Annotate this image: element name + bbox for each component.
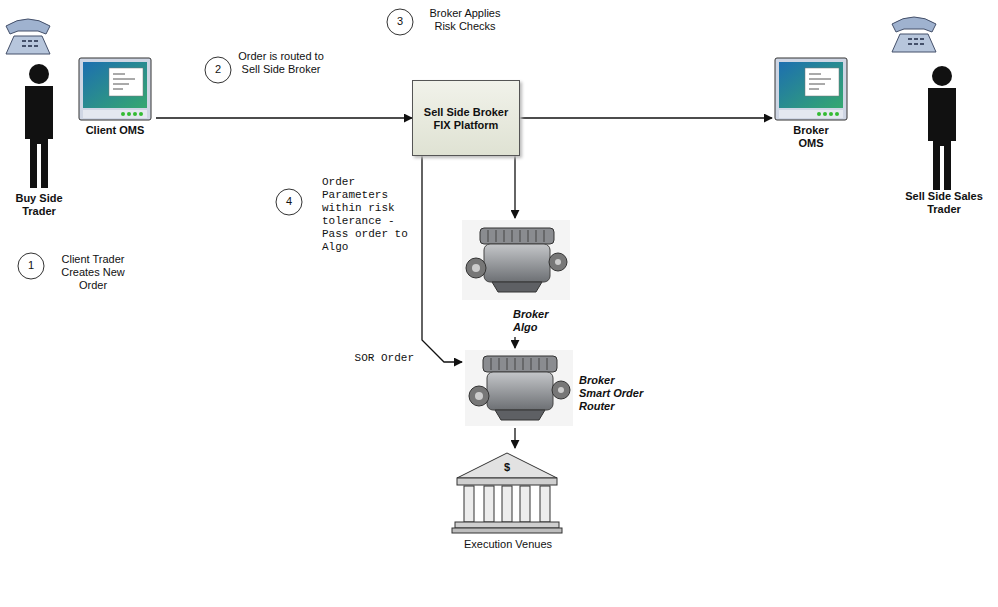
flow-arrow [520,117,772,118]
node-label: Buy Side Trader [6,192,72,218]
currency-symbol: $ [500,461,514,474]
callout-circle [387,9,413,35]
node-label: Sell Side Sales Trader [900,190,988,216]
step-note: Broker Applies Risk Checks [422,7,508,33]
monitor-icon [775,58,847,120]
callout-circle [18,253,44,279]
node-label: Broker Algo [513,308,575,334]
callout-circle [205,57,231,83]
router-engine: Broker Smart Order Router [462,348,649,428]
callout-number: 2 [205,63,231,76]
flow-arrow [156,117,412,118]
callout-number: 3 [387,15,413,28]
person-figure [25,64,53,188]
person-figure [928,66,956,190]
step-note: Order is routed to Sell Side Broker [238,50,324,76]
step-note: Client Trader Creates New Order [52,253,134,292]
trader-figure: Sell Side Sales Trader [898,62,990,232]
step-note: Order Parameters within risk tolerance -… [322,176,408,254]
callout-number: 1 [18,259,44,272]
engine-icon [465,350,573,426]
engine-icon [462,220,570,300]
algo-engine: Broker Algo [458,218,577,337]
node-label: Broker Smart Order Router [579,374,647,413]
building-icon [452,453,562,533]
node-label: Broker OMS [786,124,836,150]
telephone-icon [892,17,936,52]
flow-arrow [514,428,515,448]
telephone-icon [6,19,50,54]
trader-figure: Buy Side Trader [6,62,74,230]
node-label: Sell Side Broker FIX Platform [417,106,515,132]
oms-terminal: Client OMS [76,56,156,144]
node-label: Client OMS [76,124,154,137]
callout-circle [276,189,302,215]
connector-note: SOR Order [340,352,414,365]
oms-terminal: Broker OMS [772,56,850,158]
flow-arrow [422,156,462,362]
flow-arrow [514,337,515,348]
flow-arrow [514,156,515,218]
fix-platform-box: Sell Side Broker FIX Platform [412,80,520,156]
callout-number: 4 [276,195,302,208]
node-label: Execution Venues [452,538,564,551]
monitor-icon [79,58,151,120]
